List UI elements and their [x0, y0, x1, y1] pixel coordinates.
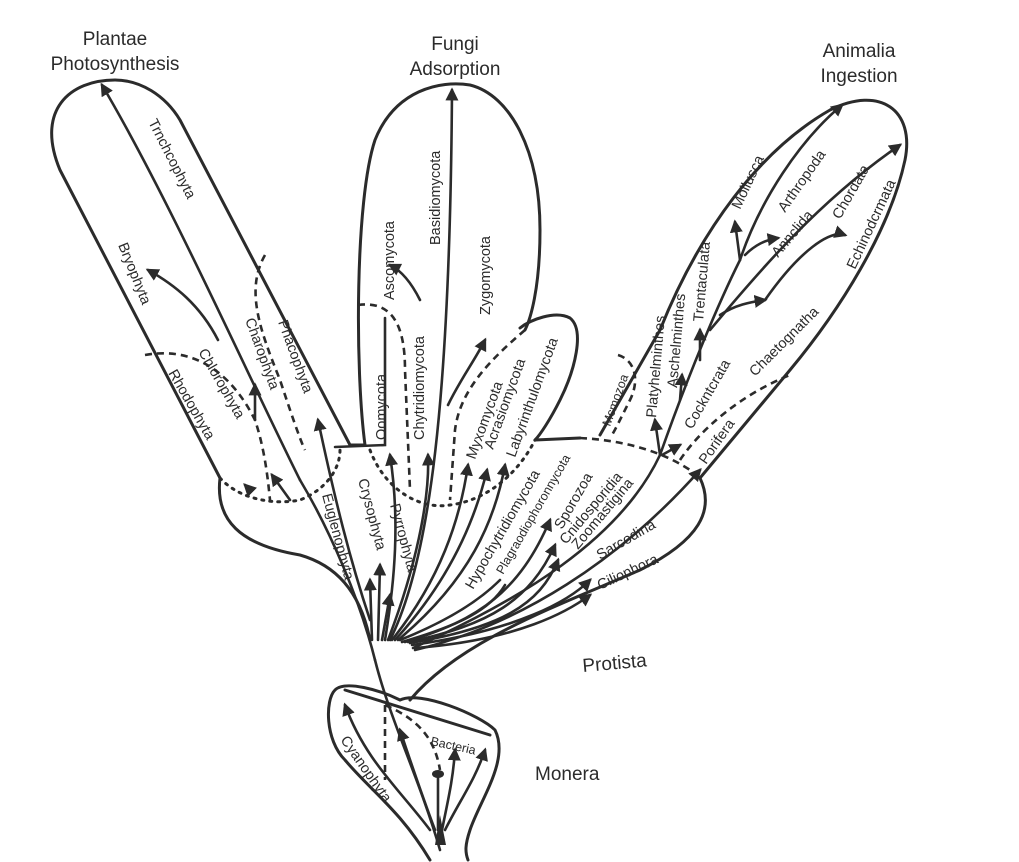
taxon-label: Chordata: [830, 162, 874, 222]
taxon-label: Mcmozoa: [600, 372, 632, 428]
bacteria-origin-dot: [432, 770, 444, 778]
fungi-dotted-border: [368, 438, 537, 508]
taxon-label: Pyrrophyta: [386, 502, 420, 575]
plantae-outline: [50, 78, 352, 480]
monera-outline: [326, 684, 501, 862]
phacophyta-border: [254, 254, 307, 451]
taxon-label: Trentaculata: [691, 240, 714, 322]
taxon-label: Mollusca: [729, 152, 768, 211]
animalia-outline: [598, 98, 909, 480]
monera-inner-outline: [343, 688, 492, 737]
mcmozoa-border: [610, 353, 637, 436]
taxon-label: Porifera: [696, 416, 739, 468]
plantae-dotted-border: [218, 448, 342, 504]
chlorophyta-border: [144, 352, 272, 501]
porifera-border: [678, 373, 791, 461]
plantae-subtitle: Photosynthesis: [51, 54, 180, 75]
fungi-outline: [356, 82, 542, 447]
taxon-label: Crysophyta: [354, 477, 389, 553]
taxon-label: Annclida: [769, 207, 818, 261]
taxon-label: Zygomycota: [478, 235, 494, 315]
taxon-label: Platyhelminthes: [644, 315, 669, 418]
taxon-label: Euglenophyta: [318, 492, 357, 583]
animalia-subtitle: Ingestion: [820, 66, 897, 87]
slime-mold-outline: [518, 313, 582, 442]
plantae-title: Plantae: [83, 29, 147, 50]
animalia-title: Animalia: [823, 41, 896, 62]
taxon-label: Ascomycota: [382, 220, 398, 300]
protista-label: Protista: [582, 650, 648, 677]
taxon-label: Chytridiomycota: [412, 335, 428, 440]
taxon-label: Trnchcophyta: [144, 117, 198, 203]
branches: [100, 82, 903, 852]
oomycota-border: [357, 303, 412, 491]
taxon-label: Oomycota: [374, 373, 390, 440]
protista-animalia-border: [579, 436, 701, 480]
taxon-label: Arthropoda: [775, 147, 830, 216]
fungi-title: Fungi: [431, 34, 479, 55]
fungi-subtitle: Adsorption: [410, 59, 501, 80]
taxon-label: Basidiomycota: [428, 150, 444, 245]
taxon-label: Bryophyta: [114, 241, 154, 308]
monera-label: Monera: [535, 764, 600, 785]
myxomycota-border: [448, 329, 526, 501]
